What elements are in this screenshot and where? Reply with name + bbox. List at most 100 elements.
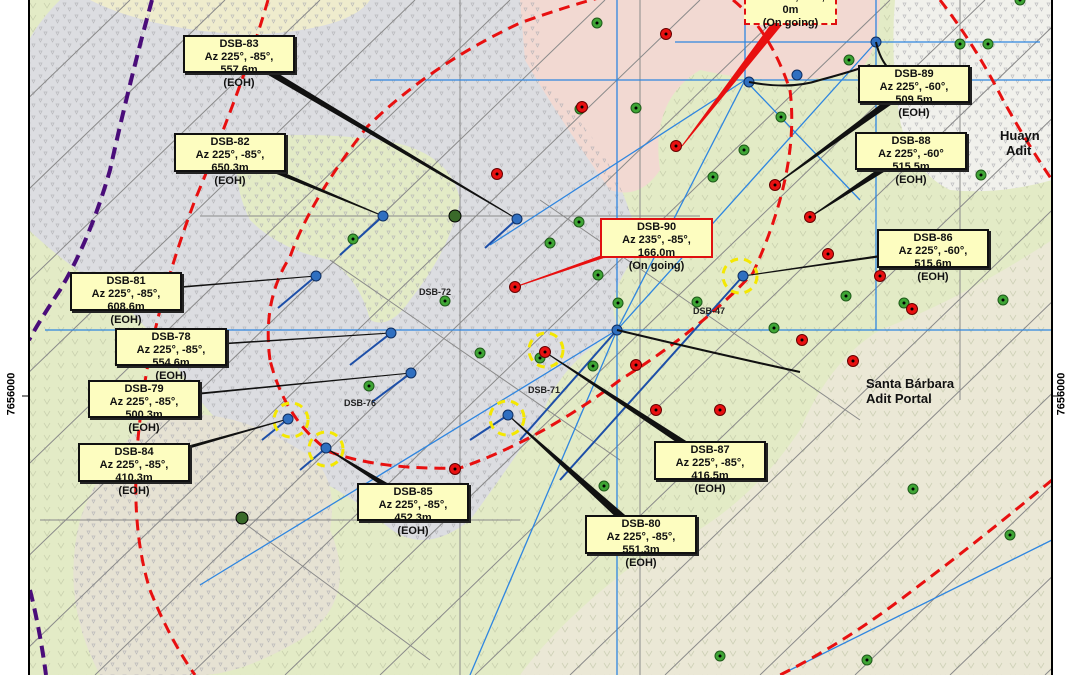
collar-center xyxy=(367,384,371,388)
huayn-line1: Huayn xyxy=(1000,128,1040,143)
drill-collars xyxy=(235,0,1026,666)
drill-collar-blue xyxy=(405,367,417,379)
collar-center xyxy=(548,241,552,245)
callout-line2: (EOH) xyxy=(118,485,150,497)
collar-center xyxy=(634,106,638,110)
drill-collar-dark xyxy=(448,209,462,223)
blue-trace xyxy=(616,79,746,331)
callout-id: DSB-90 xyxy=(636,221,677,233)
collar-center xyxy=(513,285,517,289)
collar-center xyxy=(742,148,746,152)
section-line xyxy=(189,0,891,675)
collar-center xyxy=(1008,533,1012,537)
collar-center xyxy=(773,183,777,187)
collar-center xyxy=(986,42,990,46)
callout-id: DSB-81 xyxy=(106,275,146,287)
callout-line1: Az 225°, -60°, 509.5m xyxy=(879,81,949,106)
callout-line1: Az 225°, -60°, 515.6m xyxy=(898,245,968,270)
drill-collar-blue xyxy=(511,213,523,225)
callout-id: DSB-80 xyxy=(621,518,661,530)
drill-collar-blue xyxy=(282,413,294,425)
section-line xyxy=(569,209,1052,675)
callout-line2: (EOH) xyxy=(625,557,657,569)
hole-trace xyxy=(559,275,744,481)
blue-trace xyxy=(744,79,861,201)
section-line xyxy=(664,301,1052,675)
section-line xyxy=(29,0,226,190)
callout-leaders xyxy=(119,6,940,535)
collar-center xyxy=(911,487,915,491)
collar-center xyxy=(826,252,830,256)
callout-line1: Az 225°, -85°, 0m xyxy=(756,0,825,16)
collar-center xyxy=(718,408,722,412)
santa-barbara-line2: Adit Portal xyxy=(866,391,932,406)
highlight-ring xyxy=(272,401,310,439)
highlight-ring xyxy=(307,430,345,468)
collar-center xyxy=(1001,298,1005,302)
hole-trace xyxy=(519,329,618,441)
collar-center xyxy=(808,215,812,219)
collar-center xyxy=(800,338,804,342)
collar-center xyxy=(595,21,599,25)
hole-trace xyxy=(349,332,392,366)
huayn-adit-label: Huayn Adit xyxy=(1000,128,1052,158)
callout-line2: (EOH) xyxy=(895,174,927,186)
collar-center xyxy=(664,32,668,36)
callout-id: DSB-87 xyxy=(690,444,730,456)
callout-line2: (EOH) xyxy=(214,175,246,187)
callout-line1: Az 225°, -85°, 557.6m xyxy=(204,51,274,76)
northing-label-left: 7656000 xyxy=(5,372,18,416)
callout-line2: (EOH) xyxy=(397,525,429,537)
callout-line2: (On going) xyxy=(628,260,685,272)
blue-trace xyxy=(489,79,746,246)
drill-collar-blue xyxy=(502,409,514,421)
collar-center xyxy=(591,364,595,368)
collar-center xyxy=(1018,0,1022,2)
hole-label-dsb-71: DSB-71 xyxy=(528,385,561,395)
collar-center xyxy=(958,42,962,46)
hole-label-dsb-47: DSB-47 xyxy=(693,306,726,316)
northing-label-right: 7656000 xyxy=(1055,372,1068,416)
collar-center xyxy=(580,105,584,109)
collar-center xyxy=(654,408,658,412)
section-line xyxy=(329,259,621,461)
callout-id: DSB-82 xyxy=(210,136,250,148)
callout-line1: Az 225°, -85°, 650.3m xyxy=(195,149,265,174)
collar-center xyxy=(910,307,914,311)
collar-center xyxy=(453,467,457,471)
collar-center xyxy=(543,350,547,354)
callout-line1: Az 225°, -85°, 554.6m xyxy=(136,344,206,369)
callout-id: DSB-86 xyxy=(913,232,953,244)
blue-trace xyxy=(616,41,877,331)
callout-line1: Az 225°, -85°, 551.3m xyxy=(606,531,676,556)
santa-barbara-adit-label: Santa Bárbara Adit Portal xyxy=(866,376,954,406)
callout-id: DSB-78 xyxy=(151,331,191,343)
callout-line2: (EOH) xyxy=(223,77,255,89)
collar-center xyxy=(495,172,499,176)
section-line xyxy=(239,519,431,661)
collar-center xyxy=(538,356,542,360)
collar-center xyxy=(772,326,776,330)
collar-center xyxy=(616,301,620,305)
callout-line2: (EOH) xyxy=(128,422,160,434)
drill-collar-blue xyxy=(737,270,749,282)
blue-trace xyxy=(199,329,618,586)
collar-center xyxy=(844,294,848,298)
callout-line1: Az 225°, -85°, 500.3m xyxy=(109,396,179,421)
drill-collar-blue xyxy=(310,270,322,282)
callout-line2: (EOH) xyxy=(110,314,142,326)
collar-center xyxy=(847,58,851,62)
section-line xyxy=(29,0,606,557)
section-line xyxy=(759,392,1052,675)
blue-trace xyxy=(779,539,1052,675)
